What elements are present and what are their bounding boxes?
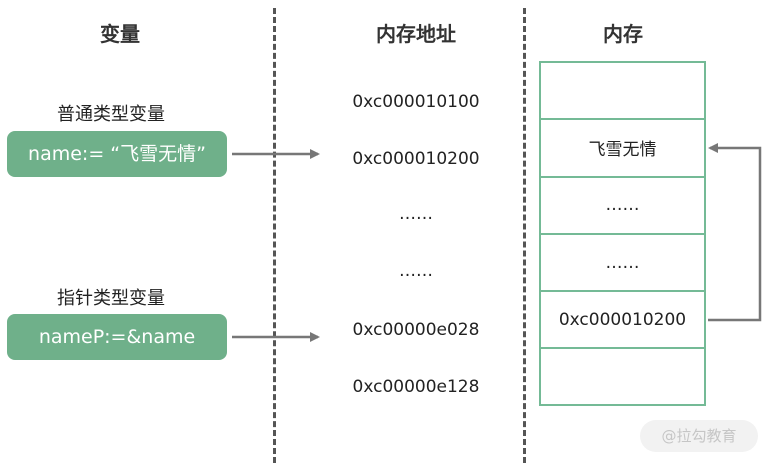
memory-cell: 飞雪无情 [541,120,704,178]
watermark: @拉勾教育 [640,420,758,452]
memory-block: 飞雪无情 …… …… 0xc000010200 [539,61,706,406]
column-title-variable: 变量 [100,22,140,46]
column-title-address: 内存地址 [376,22,456,46]
arrow-pointer-value-to-target [708,143,762,322]
normal-var-pill: name:= “飞雪无情” [7,131,227,177]
divider-right [523,8,526,463]
column-title-memory: 内存 [603,22,643,46]
memory-cell: …… [541,235,704,293]
address-item: 0xc000010200 [352,149,480,169]
memory-cell: …… [541,178,704,235]
pointer-var-label: 指针类型变量 [57,288,165,309]
address-item: 0xc00000e028 [352,320,480,340]
address-item: 0xc00000e128 [352,377,480,397]
memory-cell [541,63,704,121]
address-item: 0xc000010100 [352,92,480,112]
address-item: …… [399,261,433,281]
pointer-var-pill: nameP:=&name [7,314,227,360]
memory-cell: 0xc000010200 [541,292,704,350]
address-item: …… [399,204,433,224]
normal-var-label: 普通类型变量 [57,104,165,125]
divider-left [273,8,276,463]
